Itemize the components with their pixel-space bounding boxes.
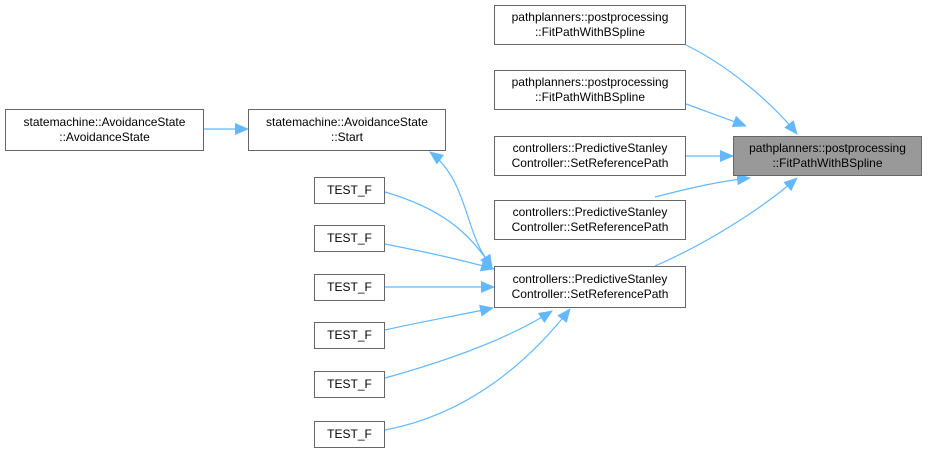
node-set-reference-path-1[interactable]: controllers::PredictiveStanley Controlle… bbox=[494, 136, 686, 176]
node-focus-line2: ::FitPathWithBSpline bbox=[772, 156, 883, 170]
edge-test1-to-setref3 bbox=[384, 191, 493, 269]
node-focus-fit-path-with-bspline: pathplanners::postprocessing ::FitPathWi… bbox=[733, 136, 922, 176]
node-test5-label: TEST_F bbox=[327, 377, 372, 391]
edge-setref3-to-start bbox=[429, 151, 493, 266]
node-fit2-line1: pathplanners::postprocessing bbox=[511, 75, 669, 89]
edge-setref2-to-focus bbox=[654, 173, 751, 198]
node-focus-line1: pathplanners::postprocessing bbox=[749, 141, 906, 155]
node-test3-label: TEST_F bbox=[327, 280, 372, 294]
node-start-line2: ::Start bbox=[330, 130, 363, 144]
node-setref2-line2: Controller::SetReferencePath bbox=[511, 220, 669, 234]
node-avoid-line2: ::AvoidanceState bbox=[59, 130, 150, 144]
edge-fit2-to-focus bbox=[685, 103, 747, 127]
node-avoidance-state-constructor[interactable]: statemachine::AvoidanceState ::Avoidance… bbox=[5, 109, 204, 151]
node-test-f-4[interactable]: TEST_F bbox=[314, 322, 385, 349]
node-avoid-line1: statemachine::AvoidanceState bbox=[23, 115, 186, 129]
edge-setref3-to-focus bbox=[654, 177, 798, 267]
node-start-line1: statemachine::AvoidanceState bbox=[266, 115, 428, 129]
node-fit-path-with-bspline-2[interactable]: pathplanners::postprocessing ::FitPathWi… bbox=[494, 70, 686, 110]
node-test-f-3[interactable]: TEST_F bbox=[314, 274, 385, 301]
node-test1-label: TEST_F bbox=[327, 183, 372, 197]
node-setref3-line1: controllers::PredictiveStanley bbox=[512, 272, 668, 286]
node-fit1-line2: ::FitPathWithBSpline bbox=[534, 25, 646, 39]
node-setref2-line1: controllers::PredictiveStanley bbox=[512, 205, 668, 219]
node-test-f-6[interactable]: TEST_F bbox=[314, 421, 385, 448]
node-setref3-line2: Controller::SetReferencePath bbox=[511, 287, 669, 301]
edge-test5-to-setref3 bbox=[384, 310, 553, 379]
node-avoidance-state-start[interactable]: statemachine::AvoidanceState ::Start bbox=[248, 109, 446, 151]
node-test2-label: TEST_F bbox=[327, 231, 372, 245]
edge-fit1-to-focus bbox=[685, 44, 798, 135]
node-test-f-5[interactable]: TEST_F bbox=[314, 371, 385, 398]
edge-test2-to-setref3 bbox=[384, 243, 495, 272]
node-test-f-1[interactable]: TEST_F bbox=[314, 177, 385, 204]
edge-test4-to-setref3 bbox=[384, 304, 494, 331]
node-test4-label: TEST_F bbox=[327, 328, 372, 342]
node-fit2-line2: ::FitPathWithBSpline bbox=[534, 90, 646, 104]
node-test6-label: TEST_F bbox=[327, 427, 372, 441]
node-set-reference-path-3[interactable]: controllers::PredictiveStanley Controlle… bbox=[494, 266, 686, 308]
node-test-f-2[interactable]: TEST_F bbox=[314, 225, 385, 252]
edge-test6-to-setref3 bbox=[384, 308, 571, 431]
node-setref1-line1: controllers::PredictiveStanley bbox=[512, 141, 668, 155]
node-fit-path-with-bspline-1[interactable]: pathplanners::postprocessing ::FitPathWi… bbox=[494, 5, 686, 45]
node-setref1-line2: Controller::SetReferencePath bbox=[511, 156, 669, 170]
node-set-reference-path-2[interactable]: controllers::PredictiveStanley Controlle… bbox=[494, 200, 686, 240]
node-fit1-line1: pathplanners::postprocessing bbox=[511, 10, 669, 24]
